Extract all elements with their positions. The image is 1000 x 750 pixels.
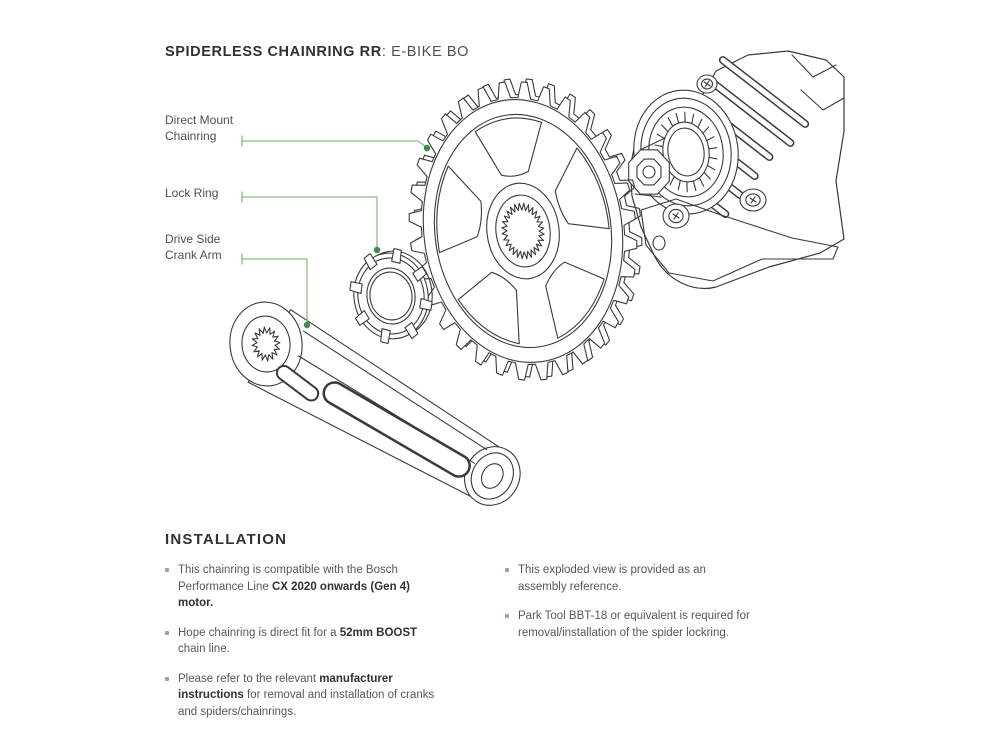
bullet-marker xyxy=(165,630,169,635)
note-text: This exploded view is provided as an ass… xyxy=(518,564,706,593)
note-text: Please refer to the relevant xyxy=(178,672,320,685)
note-text: chain line. xyxy=(178,643,230,655)
installation-notes-right: This exploded view is provided as an ass… xyxy=(505,562,757,733)
install-note: Please refer to the relevant manufacture… xyxy=(165,671,445,721)
note-text-bold: manufacturer instructions xyxy=(178,672,393,702)
label-line: Crank Arm xyxy=(165,247,222,262)
label-line: Drive Side xyxy=(165,232,221,246)
installation-section: INSTALLATION This chainring is compatibl… xyxy=(165,531,865,733)
leader-lines xyxy=(241,135,431,329)
install-note: Park Tool BBT-18 or equivalent is requir… xyxy=(505,608,757,641)
bullet-marker xyxy=(505,614,509,618)
crank-arm-drawing xyxy=(229,301,521,506)
page-title-variant: : E-BIKE BO xyxy=(381,44,470,60)
bullet-marker xyxy=(165,568,169,572)
bullet-marker xyxy=(165,676,169,681)
label-direct-mount-chainring: Direct Mount Chainring xyxy=(165,113,233,144)
install-note: This exploded view is provided as an ass… xyxy=(505,562,757,595)
note-text: Park Tool BBT-18 or equivalent is requir… xyxy=(518,610,750,639)
chainring-drawing xyxy=(408,78,643,381)
installation-columns: This chainring is compatible with the Bo… xyxy=(165,562,865,733)
note-text-bold: 52mm BOOST xyxy=(339,626,418,639)
lock-ring-drawing xyxy=(349,247,433,345)
installation-heading: INSTALLATION xyxy=(165,531,288,548)
motor-drawing xyxy=(628,50,845,289)
note-text: for removal and installation of cranks a… xyxy=(178,689,435,718)
note-text: This chainring is compatible with the Bo… xyxy=(178,564,398,593)
bullet-marker xyxy=(505,568,509,572)
label-line: Lock Ring xyxy=(165,186,219,200)
label-line: Direct Mount xyxy=(165,113,234,127)
label-lock-ring: Lock Ring xyxy=(165,186,218,202)
label-line: Chainring xyxy=(165,128,217,143)
page-title-product: SPIDERLESS CHAINRING RR xyxy=(165,44,382,60)
leader-dot xyxy=(373,246,381,254)
label-drive-side-crank-arm: Drive Side Crank Arm xyxy=(165,232,222,263)
install-note: This chainring is compatible with the Bo… xyxy=(165,562,445,612)
installation-notes-left: This chainring is compatible with the Bo… xyxy=(165,562,445,733)
install-note: Hope chainring is direct fit for a 52mm … xyxy=(165,625,445,658)
note-text-bold: CX 2020 onwards (Gen 4) motor. xyxy=(178,580,411,610)
page-title: SPIDERLESS CHAINRING RR: E-BIKE BO xyxy=(165,44,469,60)
leader-dot xyxy=(423,144,431,152)
note-text: Hope chainring is direct fit for a xyxy=(178,626,340,639)
leader-dot xyxy=(303,321,311,329)
